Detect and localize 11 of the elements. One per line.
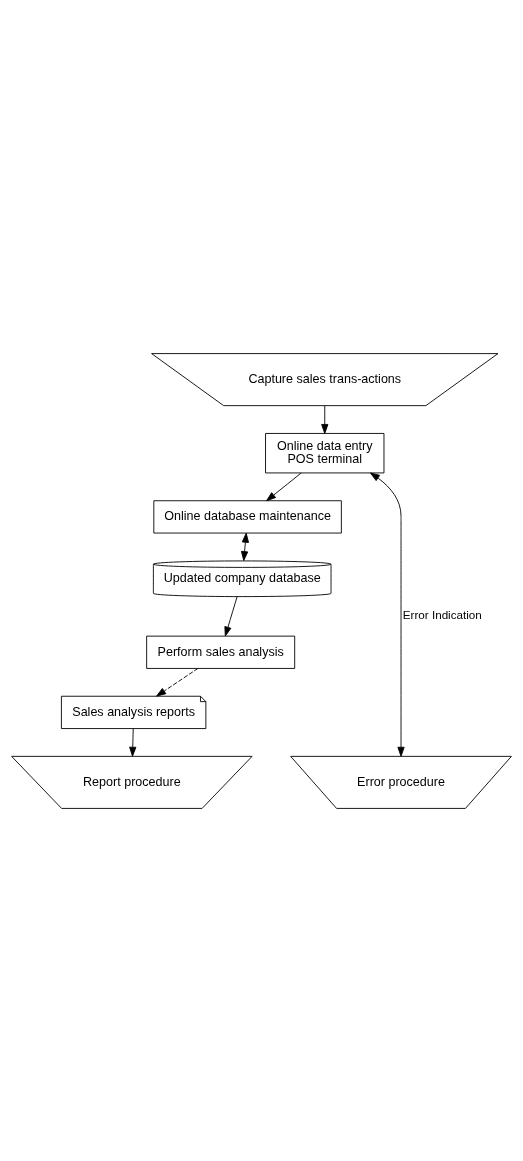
node-box: Online database maintenance [153, 499, 342, 533]
arrow [241, 532, 249, 561]
arrow [129, 727, 137, 757]
arrow [156, 667, 199, 697]
arrow [370, 472, 405, 757]
node-box: Online data entry POS terminal [265, 432, 385, 473]
arrow [321, 405, 329, 434]
node-box: Perform sales analysis [146, 635, 296, 669]
arrow [224, 595, 238, 636]
edge-label: Error Indication [402, 607, 482, 621]
arrow [266, 472, 302, 501]
